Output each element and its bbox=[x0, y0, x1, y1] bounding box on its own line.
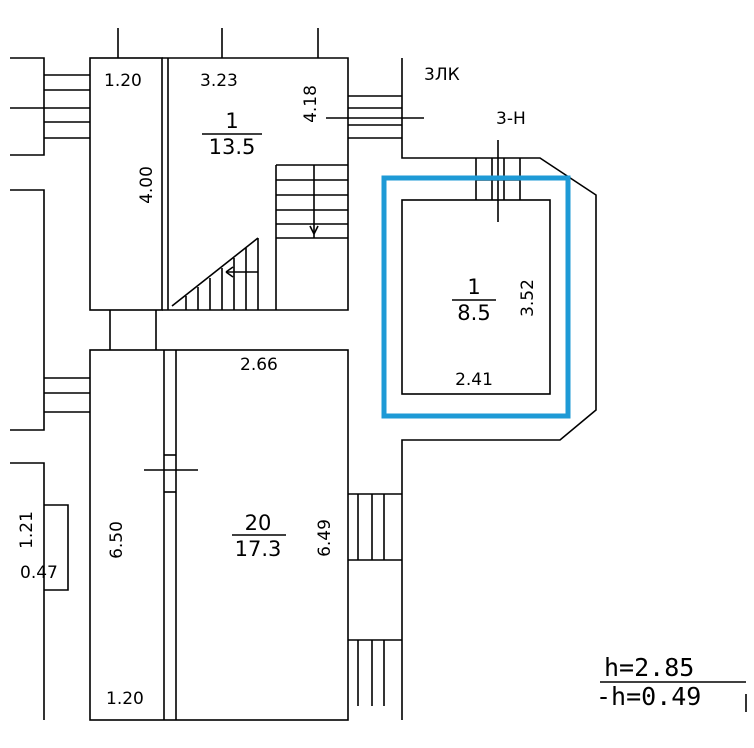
main-room-top-label: 2.66 bbox=[240, 355, 278, 375]
small-room-area: 8.5 bbox=[457, 301, 490, 325]
niche bbox=[44, 504, 69, 591]
height-h: h=2.85 bbox=[604, 653, 694, 682]
stair-room-width-label: 3.23 bbox=[200, 71, 238, 91]
stair-room-area: 13.5 bbox=[209, 135, 256, 159]
room-stair bbox=[162, 28, 349, 311]
main-room-area: 17.3 bbox=[235, 537, 282, 561]
small-room-height-label: 3.52 bbox=[518, 279, 538, 317]
wall-label-3lk: 3ЛК bbox=[424, 65, 460, 85]
room-left bbox=[89, 349, 349, 721]
highlight-box bbox=[381, 175, 571, 419]
niche-height-label: 1.21 bbox=[17, 511, 37, 549]
main-room-number: 20 bbox=[245, 511, 272, 535]
height-neg-h: -h=0.49 bbox=[596, 682, 701, 711]
outer-wall-left bbox=[10, 57, 90, 720]
stair-room-side-label: 4.18 bbox=[301, 85, 321, 123]
window-main-room bbox=[348, 493, 402, 706]
left-room-bottom-label: 1.20 bbox=[106, 689, 144, 709]
small-room-width-label: 2.41 bbox=[455, 370, 493, 390]
heights-legend: h=2.85 -h=0.49 bbox=[596, 653, 747, 712]
main-room-side-label: 6.49 bbox=[315, 519, 335, 557]
window-stair-room bbox=[326, 95, 424, 139]
room-top-left bbox=[89, 28, 163, 311]
staircase bbox=[171, 164, 348, 310]
top-left-width-label: 1.20 bbox=[104, 71, 142, 91]
stair-room-number: 1 bbox=[225, 109, 238, 133]
corridor-connector bbox=[109, 310, 157, 350]
wall-label-3n: 3-Н bbox=[496, 109, 526, 129]
left-room-height-label: 6.50 bbox=[107, 521, 127, 559]
top-left-height-label: 4.00 bbox=[137, 166, 157, 204]
niche-width-label: 0.47 bbox=[20, 563, 58, 583]
small-room-number: 1 bbox=[467, 275, 480, 299]
